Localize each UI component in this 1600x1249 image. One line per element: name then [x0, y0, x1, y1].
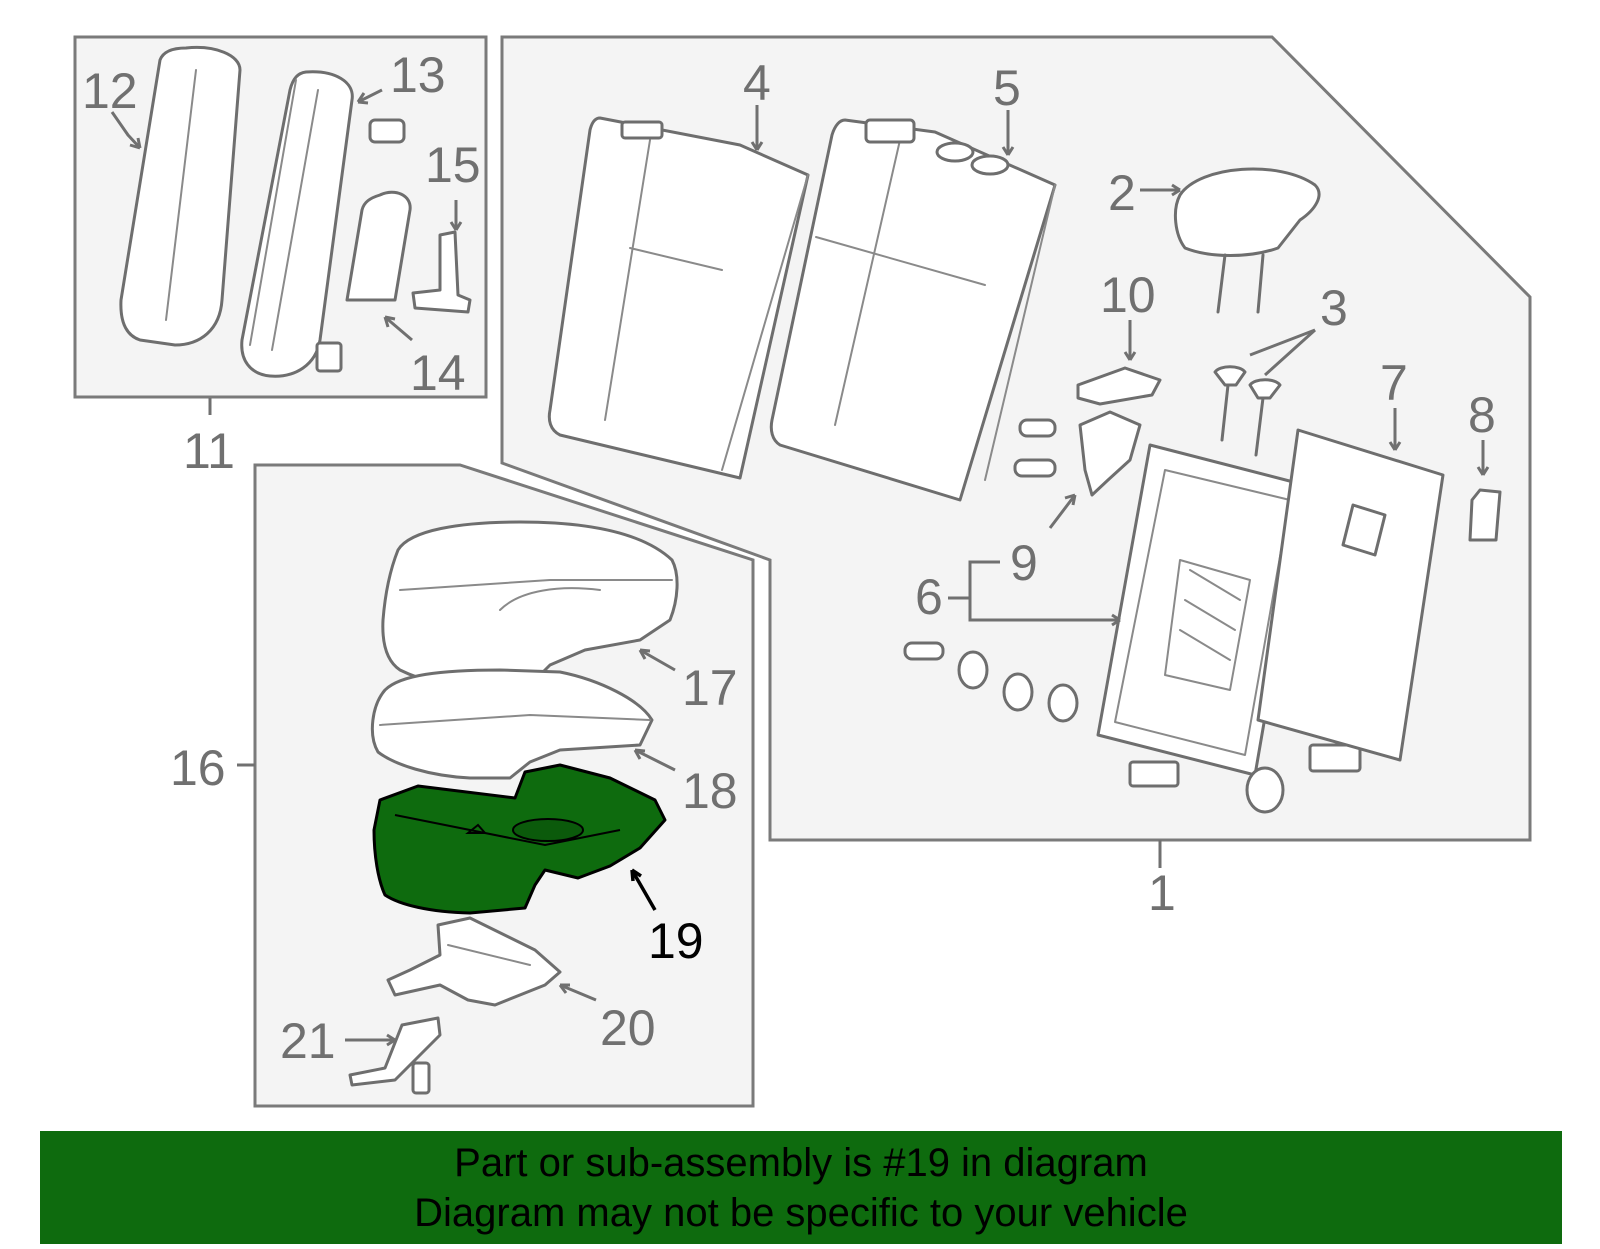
back-panel-part [1256, 428, 1445, 762]
armrest-hinge-part [411, 230, 472, 314]
callout-21: 21 [280, 1013, 336, 1069]
headrest-part [1173, 167, 1321, 314]
callout-7: 7 [1380, 355, 1408, 411]
callout-4: 4 [743, 55, 771, 111]
callout-leaders [110, 88, 1490, 1047]
headrest-guide-part [1213, 365, 1282, 457]
release-handle-part [1076, 366, 1162, 406]
banner-line-2: Diagram may not be specific to your vehi… [414, 1190, 1188, 1235]
callout-13: 13 [390, 47, 446, 103]
cushion-cover-part [381, 520, 679, 690]
callout-20: 20 [600, 1000, 656, 1056]
info-banner: Part or sub-assembly is #19 in diagram D… [40, 1131, 1562, 1244]
armrest-clip-part [315, 118, 406, 373]
cushion-frame-part[interactable] [372, 763, 667, 915]
callout-15: 15 [425, 137, 481, 193]
armrest-pad-part [240, 70, 354, 378]
cushion-bracket-part [386, 916, 562, 1007]
callout-12: 12 [82, 63, 138, 119]
armrest-cupholder-part [345, 190, 412, 302]
callout-19: 19 [648, 913, 704, 969]
callout-1: 1 [1148, 865, 1176, 921]
callout-2: 2 [1108, 165, 1136, 221]
callout-3: 3 [1320, 280, 1348, 336]
callout-5: 5 [993, 60, 1021, 116]
armrest-cover-part [119, 45, 242, 347]
callout-8: 8 [1468, 387, 1496, 443]
latch-part [1013, 410, 1142, 497]
callout-18: 18 [682, 763, 738, 819]
callout-10: 10 [1100, 267, 1156, 323]
callout-9: 9 [1010, 535, 1038, 591]
seatback-cover-left-part [547, 116, 810, 480]
callout-14: 14 [410, 345, 466, 401]
cushion-hook-part [348, 1016, 442, 1095]
callout-17: 17 [682, 660, 738, 716]
frame-hardware-part [903, 641, 1362, 814]
callout-6: 6 [915, 569, 943, 625]
callout-11: 11 [183, 423, 235, 479]
callout-16: 16 [170, 740, 226, 796]
banner-line-1: Part or sub-assembly is #19 in diagram [454, 1140, 1148, 1185]
panel-retainer-part [1468, 488, 1502, 542]
seatback-cover-right-part [769, 118, 1057, 502]
cushion-pad-part [370, 668, 654, 780]
